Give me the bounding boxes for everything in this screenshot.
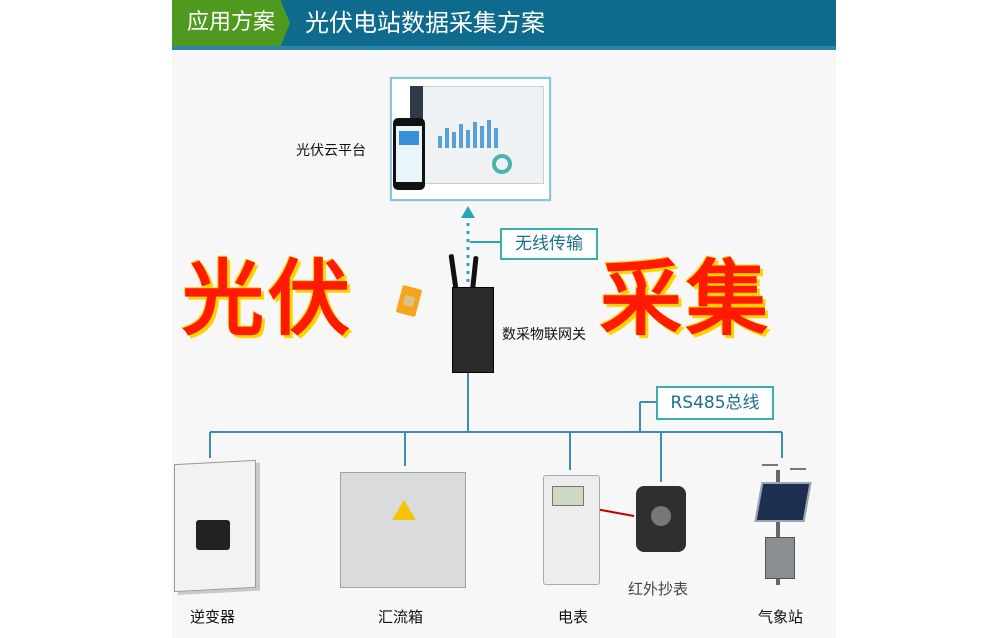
wireless-tag: 无线传输: [500, 228, 598, 260]
ir-reader-label: 红外抄表: [628, 580, 689, 598]
inverter-label: 逆变器: [190, 608, 236, 626]
donut-chart-icon: [492, 154, 512, 174]
solar-panel-icon: [754, 482, 812, 522]
ir-sensor: [651, 506, 671, 526]
cloud-platform-label: 光伏云平台: [296, 143, 366, 159]
gateway-label: 数采物联网关: [502, 327, 586, 343]
weather-control-box: [765, 537, 795, 579]
section-tag: 应用方案: [172, 0, 290, 46]
meter-label: 电表: [558, 608, 589, 626]
gateway-device: [452, 287, 494, 373]
header-stripe: [172, 46, 836, 50]
rs485-tag: RS485总线: [656, 386, 774, 420]
meter-display: [552, 486, 584, 506]
phone-screen: [396, 126, 422, 182]
warning-icon: [392, 500, 416, 520]
slogan-right: 采集: [600, 252, 773, 347]
weather-label: 气象站: [758, 608, 804, 626]
combiner-label: 汇流箱: [378, 608, 424, 626]
inverter-display: [196, 520, 230, 550]
bar-chart-icon: [438, 120, 498, 148]
page-title: 光伏电站数据采集方案: [305, 9, 545, 37]
slogan-left: 光伏: [182, 252, 355, 347]
weather-pole: [776, 470, 780, 585]
wind-vane-icon: [790, 468, 806, 470]
arrow-up-icon: [461, 206, 475, 218]
combiner-box-device: [340, 472, 466, 588]
anemometer-icon: [762, 464, 778, 466]
